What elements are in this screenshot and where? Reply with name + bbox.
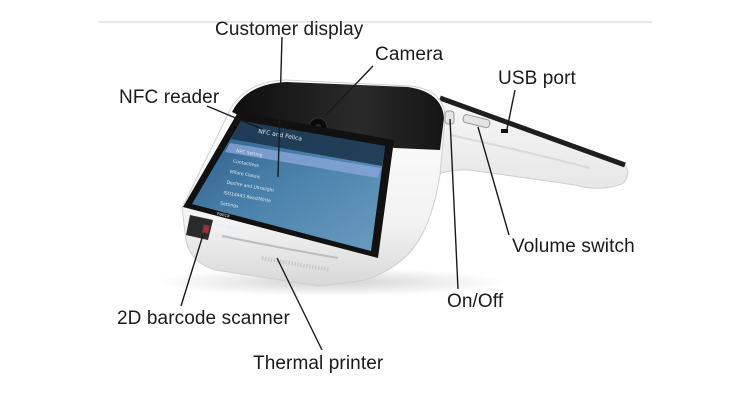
screen-menu-item: Settings <box>220 201 240 210</box>
screen-menu-item: NFC Setting <box>236 148 263 159</box>
label-on-off: On/Off <box>447 291 504 312</box>
screen-menu-item: Felica <box>216 211 230 219</box>
handle-groove <box>449 134 591 169</box>
power-button <box>444 110 455 125</box>
callout-lines <box>180 36 516 351</box>
label-camera: Camera <box>375 44 444 65</box>
callout-line-volume <box>477 126 510 236</box>
screen-header-bar <box>231 121 385 166</box>
scanner-light <box>202 224 210 234</box>
printer-slot <box>221 235 339 259</box>
callout-line-onoff <box>449 118 459 290</box>
callout-line-printer <box>276 257 323 351</box>
volume-buttons <box>462 114 491 129</box>
callout-line-scanner <box>180 234 204 307</box>
usb-port-slot <box>501 129 508 133</box>
callout-line-nfc <box>206 105 263 130</box>
label-volume-switch: Volume switch <box>512 236 635 257</box>
callout-line-usb <box>506 89 516 130</box>
callout-line-camera <box>325 65 374 116</box>
label-barcode-scanner: 2D barcode scanner <box>117 308 290 329</box>
screen-menu-item: Contactless <box>232 159 260 170</box>
screen-menu-item: NFC test <box>210 232 230 241</box>
label-thermal-printer: Thermal printer <box>253 353 384 374</box>
label-usb-port: USB port <box>498 68 576 89</box>
handle-top-edge <box>439 95 626 168</box>
printer-grill <box>261 256 331 272</box>
device-top-housing <box>232 82 444 150</box>
label-customer-display: Customer display <box>215 19 364 40</box>
screen-highlight-row <box>225 143 381 178</box>
callout-line-customer-display <box>277 36 283 178</box>
label-nfc-reader: NFC reader <box>119 87 220 108</box>
screen-menu-item: Mifare Classic <box>229 169 261 180</box>
scanner-window <box>186 215 213 240</box>
screen-menu-item: Card details <box>213 222 241 233</box>
